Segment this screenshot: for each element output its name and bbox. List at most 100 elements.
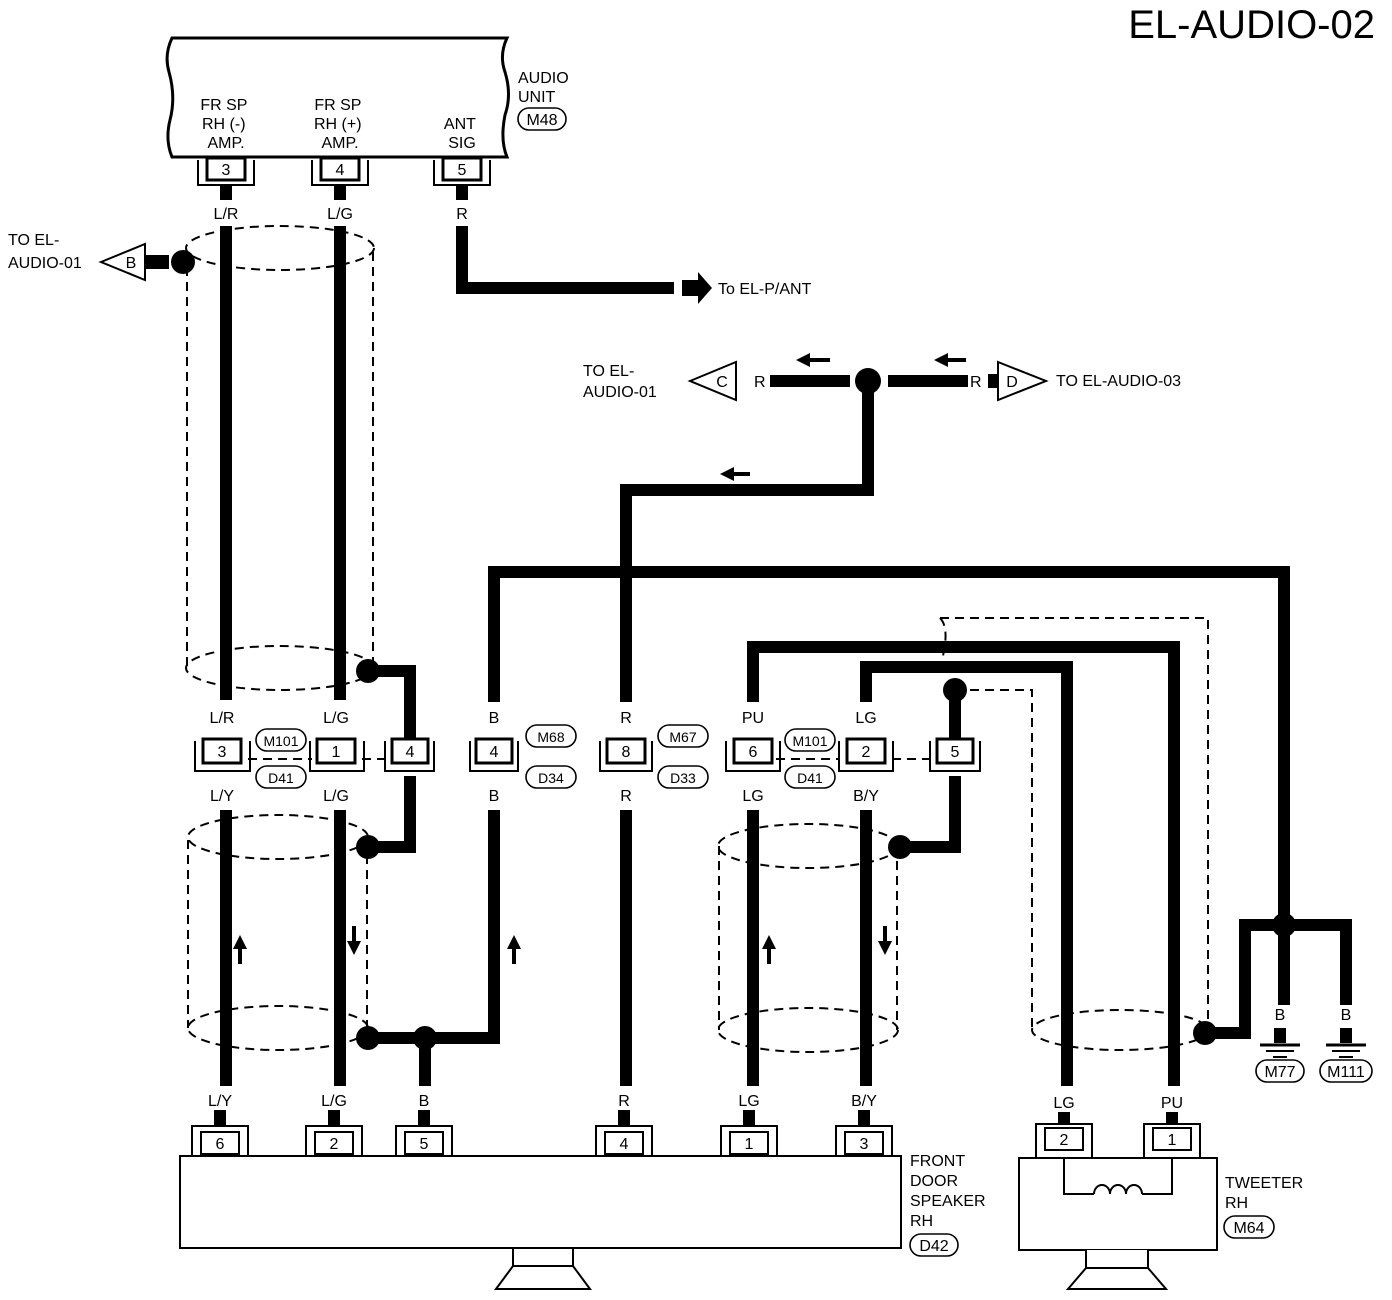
fds-wire-2: L/G	[321, 1093, 347, 1110]
gnd-2-wire: B	[1341, 1007, 1352, 1024]
pin5-label-l2: SIG	[448, 135, 476, 152]
jc-c-wire-top: R	[620, 710, 632, 727]
jc-b-pin: 4	[490, 744, 499, 761]
jc-b-lower: D34	[538, 770, 564, 786]
ref-c-text-l2: AUDIO-01	[583, 384, 657, 401]
svg-text:AUDIO UNIT: AUDIO UNIT	[518, 70, 573, 106]
tweeter-body	[1018, 1157, 1218, 1251]
splice-dots	[171, 250, 1296, 1050]
ref-c-text-l1: TO EL-	[583, 363, 634, 380]
wires	[220, 186, 1352, 1086]
fds-wire-6: L/Y	[208, 1093, 232, 1110]
tweeter: LG PU 2 1 TWEETER RH M64	[1018, 1095, 1303, 1290]
jc-d-pin-5: 5	[951, 744, 960, 761]
tweeter-name-l2: RH	[1225, 1195, 1248, 1212]
svg-text:TO EL- AUDIO-01: TO EL- AUDIO-01	[583, 363, 657, 401]
jc-c-lower: D33	[670, 770, 696, 786]
wire-r-ant	[456, 226, 674, 294]
jc-group-a: L/R L/G 3 M101 D41 1 4 L/Y L/G	[194, 710, 435, 805]
jc-a-upper: M101	[263, 733, 298, 749]
shields	[185, 225, 1209, 1053]
jc-a-pin-3: 3	[218, 744, 227, 761]
svg-text:FR SP RH (-) AMP.: FR SP RH (-) AMP.	[200, 97, 251, 152]
jc-d-wire-top-6: PU	[742, 710, 764, 727]
tweeter-coil	[1093, 1184, 1143, 1195]
jc-a-wire-top-3: L/R	[210, 710, 235, 727]
wire-label-r-top: R	[456, 206, 468, 223]
audio-unit-name-l1: AUDIO	[518, 70, 569, 87]
pin4-label-l3: AMP.	[321, 135, 358, 152]
jc-a-pin-1: 1	[332, 744, 341, 761]
fds-pin-2: 2	[330, 1136, 339, 1153]
jc-c-upper: M67	[669, 729, 696, 745]
audio-unit-terminals: 3 4 5	[197, 156, 491, 186]
jc-a-pin-4: 4	[406, 744, 415, 761]
jc-d-pin-6: 6	[749, 744, 758, 761]
jc-a-wire-bot-1: L/G	[323, 788, 349, 805]
ref-c-wire: R	[754, 374, 766, 391]
jc-b-wire-top: B	[489, 710, 500, 727]
ref-p-ant-text: To EL-P/ANT	[718, 281, 812, 298]
fds-wire-1: LG	[738, 1093, 759, 1110]
ref-to-audio-01-c: TO EL- AUDIO-01 C R	[583, 360, 766, 402]
ref-b-text-l2: AUDIO-01	[8, 255, 82, 272]
jc-c-pin: 8	[622, 744, 631, 761]
fds-name-l3: SPEAKER	[910, 1193, 986, 1210]
fds-body	[179, 1155, 902, 1249]
gnd-1-wire: B	[1275, 1007, 1286, 1024]
audio-unit-connector: M48	[526, 112, 557, 129]
fds-pin-6: 6	[216, 1136, 225, 1153]
ref-p-ant-wire: R	[660, 281, 672, 298]
au-pin-4: 4	[336, 162, 345, 179]
ground-m77: B M77	[1255, 1007, 1305, 1083]
wire-pu	[747, 641, 1180, 1086]
jc-a-wire-bot-3: L/Y	[210, 788, 234, 805]
ref-to-p-ant: R To EL-P/ANT	[660, 272, 812, 304]
pin3-label-l2: RH (-)	[202, 116, 246, 133]
audio-unit-body	[165, 36, 510, 159]
wire-label-lg-top: L/G	[327, 206, 353, 223]
ref-b-tag: B	[126, 255, 137, 272]
flow-arrows	[233, 353, 966, 964]
au-pin-5: 5	[458, 162, 467, 179]
page-code: EL-AUDIO-02	[1128, 3, 1375, 47]
jc-group-c: R 8 M67 D33 R	[599, 710, 709, 805]
tw-pin-2: 2	[1060, 1132, 1069, 1149]
au-pin-3: 3	[222, 162, 231, 179]
jc-a-wire-top-1: L/G	[323, 710, 349, 727]
fds-pin-5: 5	[420, 1136, 429, 1153]
gnd-1-ref: M77	[1264, 1064, 1295, 1081]
ref-to-audio-03-d: R D TO EL-AUDIO-03	[970, 360, 1181, 402]
jc-group-d: PU LG 6 M101 D41 2 5 LG B/Y	[725, 710, 981, 805]
tweeter-name-l1: TWEETER	[1225, 1175, 1303, 1192]
svg-text:TO EL- AUDIO-01: TO EL- AUDIO-01	[8, 232, 82, 272]
fds-pin-3: 3	[860, 1136, 869, 1153]
front-door-speaker: L/Y L/G B R LG B/Y 6 2 5 4 1 3 FRONT	[179, 1093, 990, 1290]
svg-text:ANT SIG: ANT SIG	[444, 116, 480, 152]
ref-b-text-l1: TO EL-	[8, 232, 59, 249]
tw-wire-1: PU	[1161, 1095, 1183, 1112]
svg-text:FR SP RH (+) AMP.: FR SP RH (+) AMP.	[314, 97, 366, 152]
ref-d-text: TO EL-AUDIO-03	[1056, 373, 1181, 390]
tw-wire-2: LG	[1053, 1095, 1074, 1112]
wire-r-junction	[620, 381, 874, 702]
pin3-label-l3: AMP.	[207, 135, 244, 152]
ref-c-tag: C	[716, 374, 728, 391]
fds-wire-5: B	[419, 1093, 430, 1110]
gnd-2-ref: M111	[1327, 1064, 1365, 1081]
jc-b-upper: M68	[537, 729, 564, 745]
audio-unit: FR SP RH (-) AMP. FR SP RH (+) AMP. ANT …	[165, 36, 573, 159]
pin4-label-l2: RH (+)	[314, 116, 362, 133]
ref-to-audio-01-b: TO EL- AUDIO-01 B	[8, 232, 169, 282]
ref-d-wire: R	[970, 374, 982, 391]
jc-d-wire-top-2: LG	[855, 710, 876, 727]
fds-connector: D42	[919, 1238, 948, 1255]
jc-d-pin-2: 2	[862, 744, 871, 761]
svg-text:FRONT DOOR SPEAKER: FRONT DOOR SPEAKER RH	[910, 1153, 990, 1230]
jc-d-wire-bot-2: B/Y	[853, 788, 879, 805]
ground-m111: B M111	[1319, 1007, 1373, 1083]
fds-name-l1: FRONT	[910, 1153, 965, 1170]
tweeter-connector: M64	[1233, 1220, 1264, 1237]
wire-label-lr-top: L/R	[214, 206, 239, 223]
